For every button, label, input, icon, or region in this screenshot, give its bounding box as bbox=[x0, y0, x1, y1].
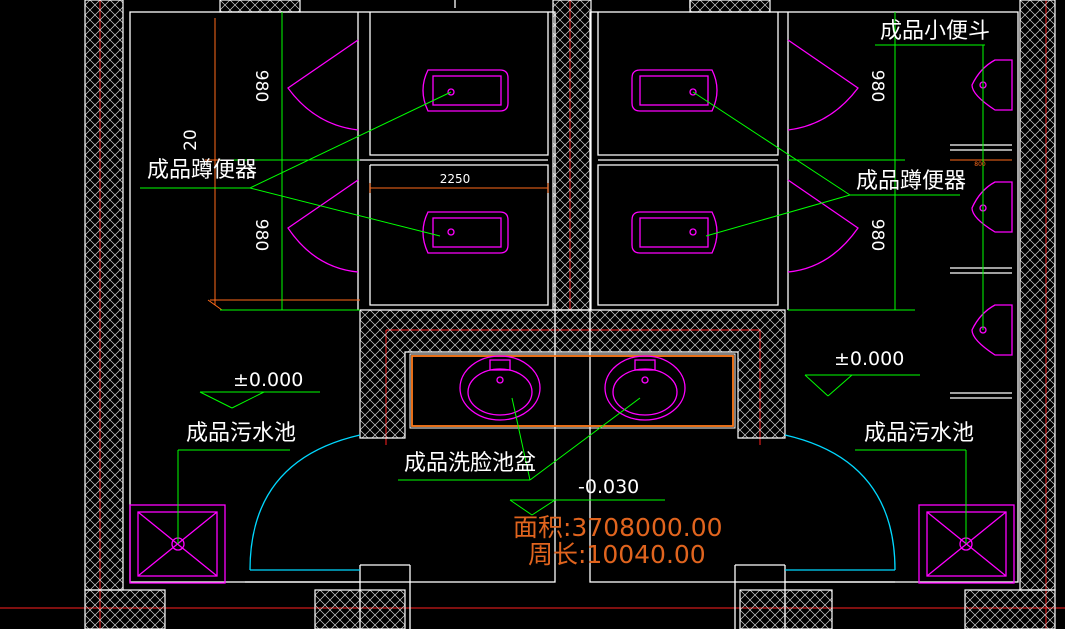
wash-basin-2 bbox=[604, 355, 686, 421]
wall-left bbox=[84, 0, 124, 591]
stall-doors bbox=[287, 39, 859, 273]
squat-toilet-1 bbox=[422, 69, 509, 112]
wash-basin-1 bbox=[459, 355, 541, 421]
wall-bottom-right bbox=[964, 589, 1056, 629]
dim-overall-partial: 20 bbox=[181, 129, 201, 151]
dim-partition-length: 2250 bbox=[440, 172, 471, 186]
walls bbox=[84, 0, 1056, 629]
label-mop-sink-left: 成品污水池 bbox=[186, 421, 296, 446]
squat-toilets bbox=[422, 69, 718, 254]
wall-top-left bbox=[219, 0, 301, 13]
wall-bottom-left bbox=[84, 589, 166, 629]
wall-vanity bbox=[359, 309, 786, 439]
label-squat-toilet-left: 成品蹲便器 bbox=[147, 158, 257, 183]
dim-stall-right-top: 980 bbox=[867, 70, 887, 102]
level-washroom: -0.030 bbox=[578, 476, 639, 498]
wall-top-right bbox=[689, 0, 771, 13]
level-right: ±0.000 bbox=[834, 348, 904, 370]
urinal-dividers bbox=[950, 144, 1012, 399]
dim-stall-left-top: 980 bbox=[251, 70, 271, 102]
label-mop-sink-right: 成品污水池 bbox=[864, 421, 974, 446]
level-left: ±0.000 bbox=[233, 369, 303, 391]
dim-stall-left-bottom: 980 bbox=[251, 219, 271, 251]
squat-toilet-4 bbox=[631, 211, 718, 254]
wall-right bbox=[1019, 0, 1056, 591]
vanity-counter bbox=[409, 353, 736, 429]
stall-partitions bbox=[357, 12, 789, 310]
label-urinal: 成品小便斗 bbox=[880, 19, 990, 44]
stat-area: 面积:3708000.00 bbox=[513, 513, 723, 542]
label-squat-toilet-right: 成品蹲便器 bbox=[856, 169, 966, 194]
stat-perimeter: 周长:10040.00 bbox=[528, 540, 706, 569]
dim-urinal-spacing: 800 bbox=[974, 161, 986, 168]
entrance-door-arcs bbox=[249, 434, 896, 571]
room-outlines bbox=[129, 0, 1019, 629]
squat-toilet-3 bbox=[631, 69, 718, 112]
dim-stall-right-bottom: 980 bbox=[867, 219, 887, 251]
label-wash-basin: 成品洗脸池盆 bbox=[404, 451, 536, 476]
leader-lines bbox=[140, 44, 985, 544]
wash-basins bbox=[459, 355, 686, 421]
squat-toilet-2 bbox=[422, 211, 509, 254]
wall-center bbox=[552, 0, 592, 311]
dimension-lines bbox=[205, 12, 1012, 311]
mop-sinks bbox=[129, 504, 1015, 584]
wall-bottom-midright bbox=[739, 589, 833, 629]
